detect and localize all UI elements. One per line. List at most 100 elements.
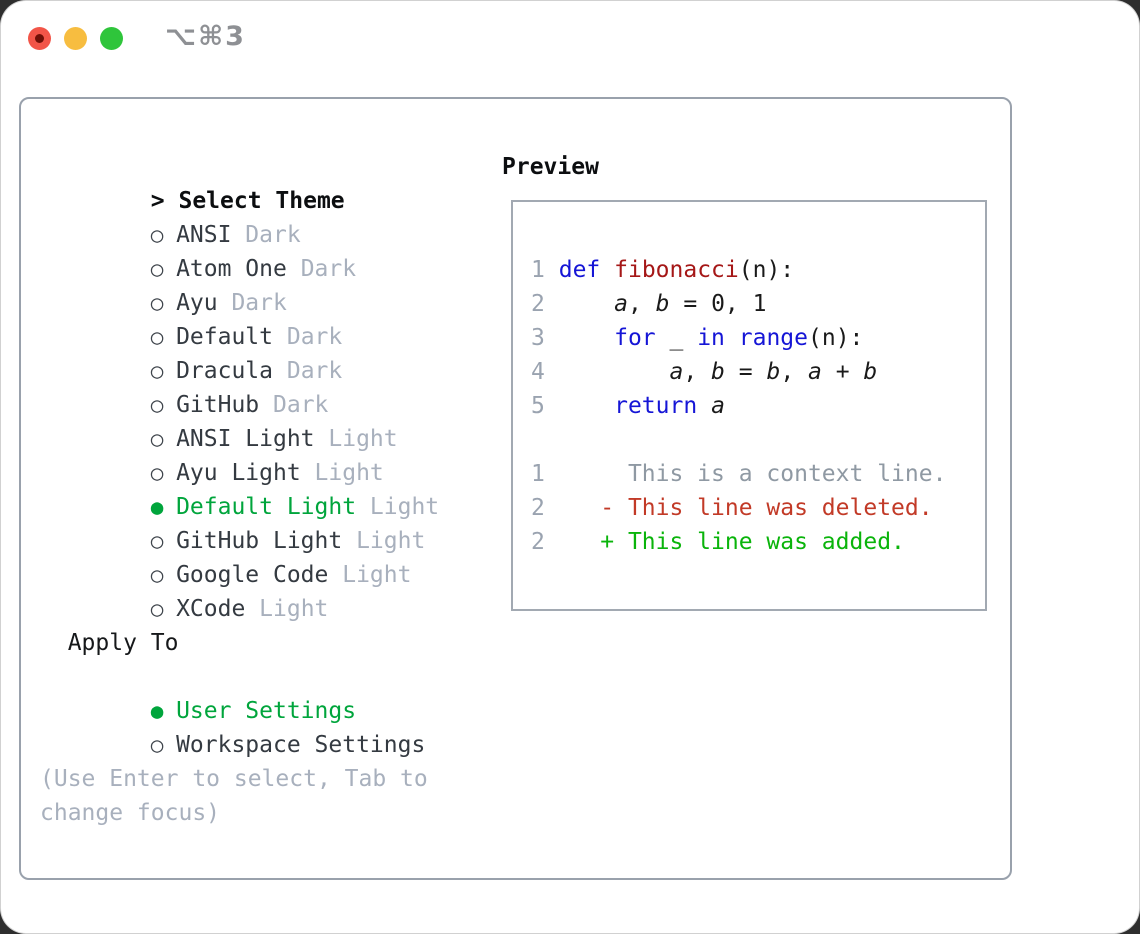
keyword-token: return bbox=[614, 393, 698, 419]
theme-name: ANSI bbox=[176, 222, 232, 248]
theme-name: Ayu Light bbox=[176, 460, 301, 486]
diff-context-line: 1 This is a context line. bbox=[531, 457, 985, 491]
radio-icon: ○ bbox=[150, 529, 164, 553]
theme-option-ansi-light[interactable]: ○ ANSI Light Light bbox=[40, 388, 439, 452]
theme-option-default-dark[interactable]: ○ Default Dark bbox=[40, 286, 439, 350]
theme-variant-tag: Dark bbox=[245, 222, 301, 248]
keyboard-hint-line-1: (Use Enter to select, Tab to bbox=[40, 766, 428, 792]
code-line: 4 a, b = b, a + b bbox=[531, 359, 878, 385]
theme-name: Google Code bbox=[176, 562, 329, 588]
window-title: ⌥⌘3 bbox=[165, 21, 246, 52]
theme-option-default-light[interactable]: ● Default Light Light bbox=[40, 456, 439, 520]
theme-variant-tag: Light bbox=[328, 426, 398, 452]
code-line: 3 for _ in range(n): bbox=[531, 325, 864, 351]
apply-to-header: Apply To bbox=[67, 630, 179, 656]
deleted-text: - This line was deleted. bbox=[544, 495, 933, 521]
code-line: 1 def fibonacci(n): bbox=[531, 257, 795, 283]
diff-deleted-line: 2 - This line was deleted. bbox=[531, 491, 985, 525]
radio-icon: ○ bbox=[150, 325, 164, 349]
keyword-token: def bbox=[558, 257, 601, 283]
theme-option-xcode[interactable]: ○ XCode Light bbox=[40, 558, 439, 622]
theme-option-atom-one-dark[interactable]: ○ Atom One Dark bbox=[40, 218, 439, 282]
variable-token: a bbox=[669, 359, 684, 385]
apply-option-label: Workspace Settings bbox=[176, 732, 426, 758]
radio-icon: ○ bbox=[150, 359, 164, 383]
theme-name: Default bbox=[176, 324, 273, 350]
keyword-token: in bbox=[697, 325, 725, 351]
theme-variant-tag: Light bbox=[342, 562, 412, 588]
keyboard-hint-line-2: change focus) bbox=[40, 800, 221, 826]
added-text: + This line was added. bbox=[544, 529, 905, 555]
apply-option-user-settings[interactable]: ● User Settings bbox=[40, 660, 439, 724]
line-number: 1 bbox=[531, 461, 545, 487]
minimize-button[interactable] bbox=[64, 27, 87, 50]
variable-token: b bbox=[766, 359, 781, 385]
theme-name: XCode bbox=[176, 596, 246, 622]
radio-icon: ○ bbox=[150, 257, 164, 281]
code-line: 5 return a bbox=[531, 389, 985, 423]
keyword-token: range bbox=[738, 325, 809, 351]
radio-icon: ○ bbox=[150, 223, 164, 247]
theme-name: GitHub bbox=[176, 392, 260, 418]
radio-icon: ○ bbox=[150, 427, 164, 451]
radio-icon: ○ bbox=[150, 733, 164, 757]
line-number: 2 bbox=[531, 291, 545, 317]
preview-heading: Preview bbox=[502, 154, 599, 180]
preview-box: 1 def fibonacci(n): 2 a, b = 0, 1 3 for … bbox=[511, 200, 987, 611]
select-theme-header: > Select Theme bbox=[40, 150, 439, 214]
context-text: This is a context line. bbox=[544, 461, 947, 487]
close-button[interactable] bbox=[28, 27, 51, 50]
theme-option-dracula-dark[interactable]: ○ Dracula Dark bbox=[40, 320, 439, 384]
line-number: 1 bbox=[531, 257, 545, 283]
keyword-token: for bbox=[614, 325, 656, 351]
diff-added-line: 2 + This line was added. bbox=[531, 525, 985, 559]
theme-variant-tag: Light bbox=[369, 494, 440, 520]
theme-option-google-code[interactable]: ○ Google Code Light bbox=[40, 524, 439, 588]
radio-selected-icon: ● bbox=[150, 495, 164, 519]
radio-icon: ○ bbox=[150, 563, 164, 587]
blank-line bbox=[531, 423, 985, 457]
theme-name: Default Light bbox=[176, 494, 357, 520]
radio-icon: ○ bbox=[150, 291, 164, 315]
theme-name: GitHub Light bbox=[176, 528, 343, 554]
theme-variant-tag: Dark bbox=[300, 256, 357, 282]
theme-option-ansi-dark[interactable]: ○ ANSI Dark bbox=[40, 184, 439, 248]
theme-variant-tag: Dark bbox=[273, 392, 329, 418]
line-number: 5 bbox=[531, 393, 545, 419]
theme-name: Atom One bbox=[176, 256, 287, 282]
theme-variant-tag: Light bbox=[259, 596, 329, 622]
theme-variant-tag: Dark bbox=[286, 358, 343, 384]
variable-token: b bbox=[711, 359, 725, 385]
theme-name: ANSI Light bbox=[176, 426, 315, 452]
prompt-caret-icon: > bbox=[150, 188, 165, 214]
header-label: Select Theme bbox=[178, 188, 345, 214]
theme-name: Ayu bbox=[176, 290, 218, 316]
line-number: 2 bbox=[531, 495, 545, 521]
line-number: 3 bbox=[531, 325, 545, 351]
function-name-token: fibonacci bbox=[614, 257, 739, 283]
theme-variant-tag: Dark bbox=[286, 324, 343, 350]
apply-option-label: User Settings bbox=[176, 698, 357, 724]
radio-selected-icon: ● bbox=[150, 699, 164, 723]
theme-variant-tag: Light bbox=[314, 460, 384, 486]
line-number: 2 bbox=[531, 529, 545, 555]
theme-variant-tag: Dark bbox=[231, 290, 287, 316]
theme-option-github-dark[interactable]: ○ GitHub Dark bbox=[40, 354, 439, 418]
radio-icon: ○ bbox=[150, 597, 164, 621]
theme-option-ayu-light[interactable]: ○ Ayu Light Light bbox=[40, 422, 439, 486]
theme-option-github-light[interactable]: ○ GitHub Light Light bbox=[40, 490, 439, 554]
code-line: 2 a, b = 0, 1 bbox=[531, 291, 767, 317]
variable-token: a bbox=[711, 393, 725, 419]
line-number: 4 bbox=[531, 359, 545, 385]
close-dot-icon bbox=[35, 34, 44, 43]
theme-name: Dracula bbox=[176, 358, 273, 384]
variable-token: a bbox=[614, 291, 628, 317]
apply-option-workspace-settings[interactable]: ○ Workspace Settings bbox=[40, 694, 439, 758]
theme-variant-tag: Light bbox=[356, 528, 426, 554]
variable-token: b bbox=[655, 291, 670, 317]
zoom-button[interactable] bbox=[100, 27, 123, 50]
theme-option-ayu-dark[interactable]: ○ Ayu Dark bbox=[40, 252, 439, 316]
